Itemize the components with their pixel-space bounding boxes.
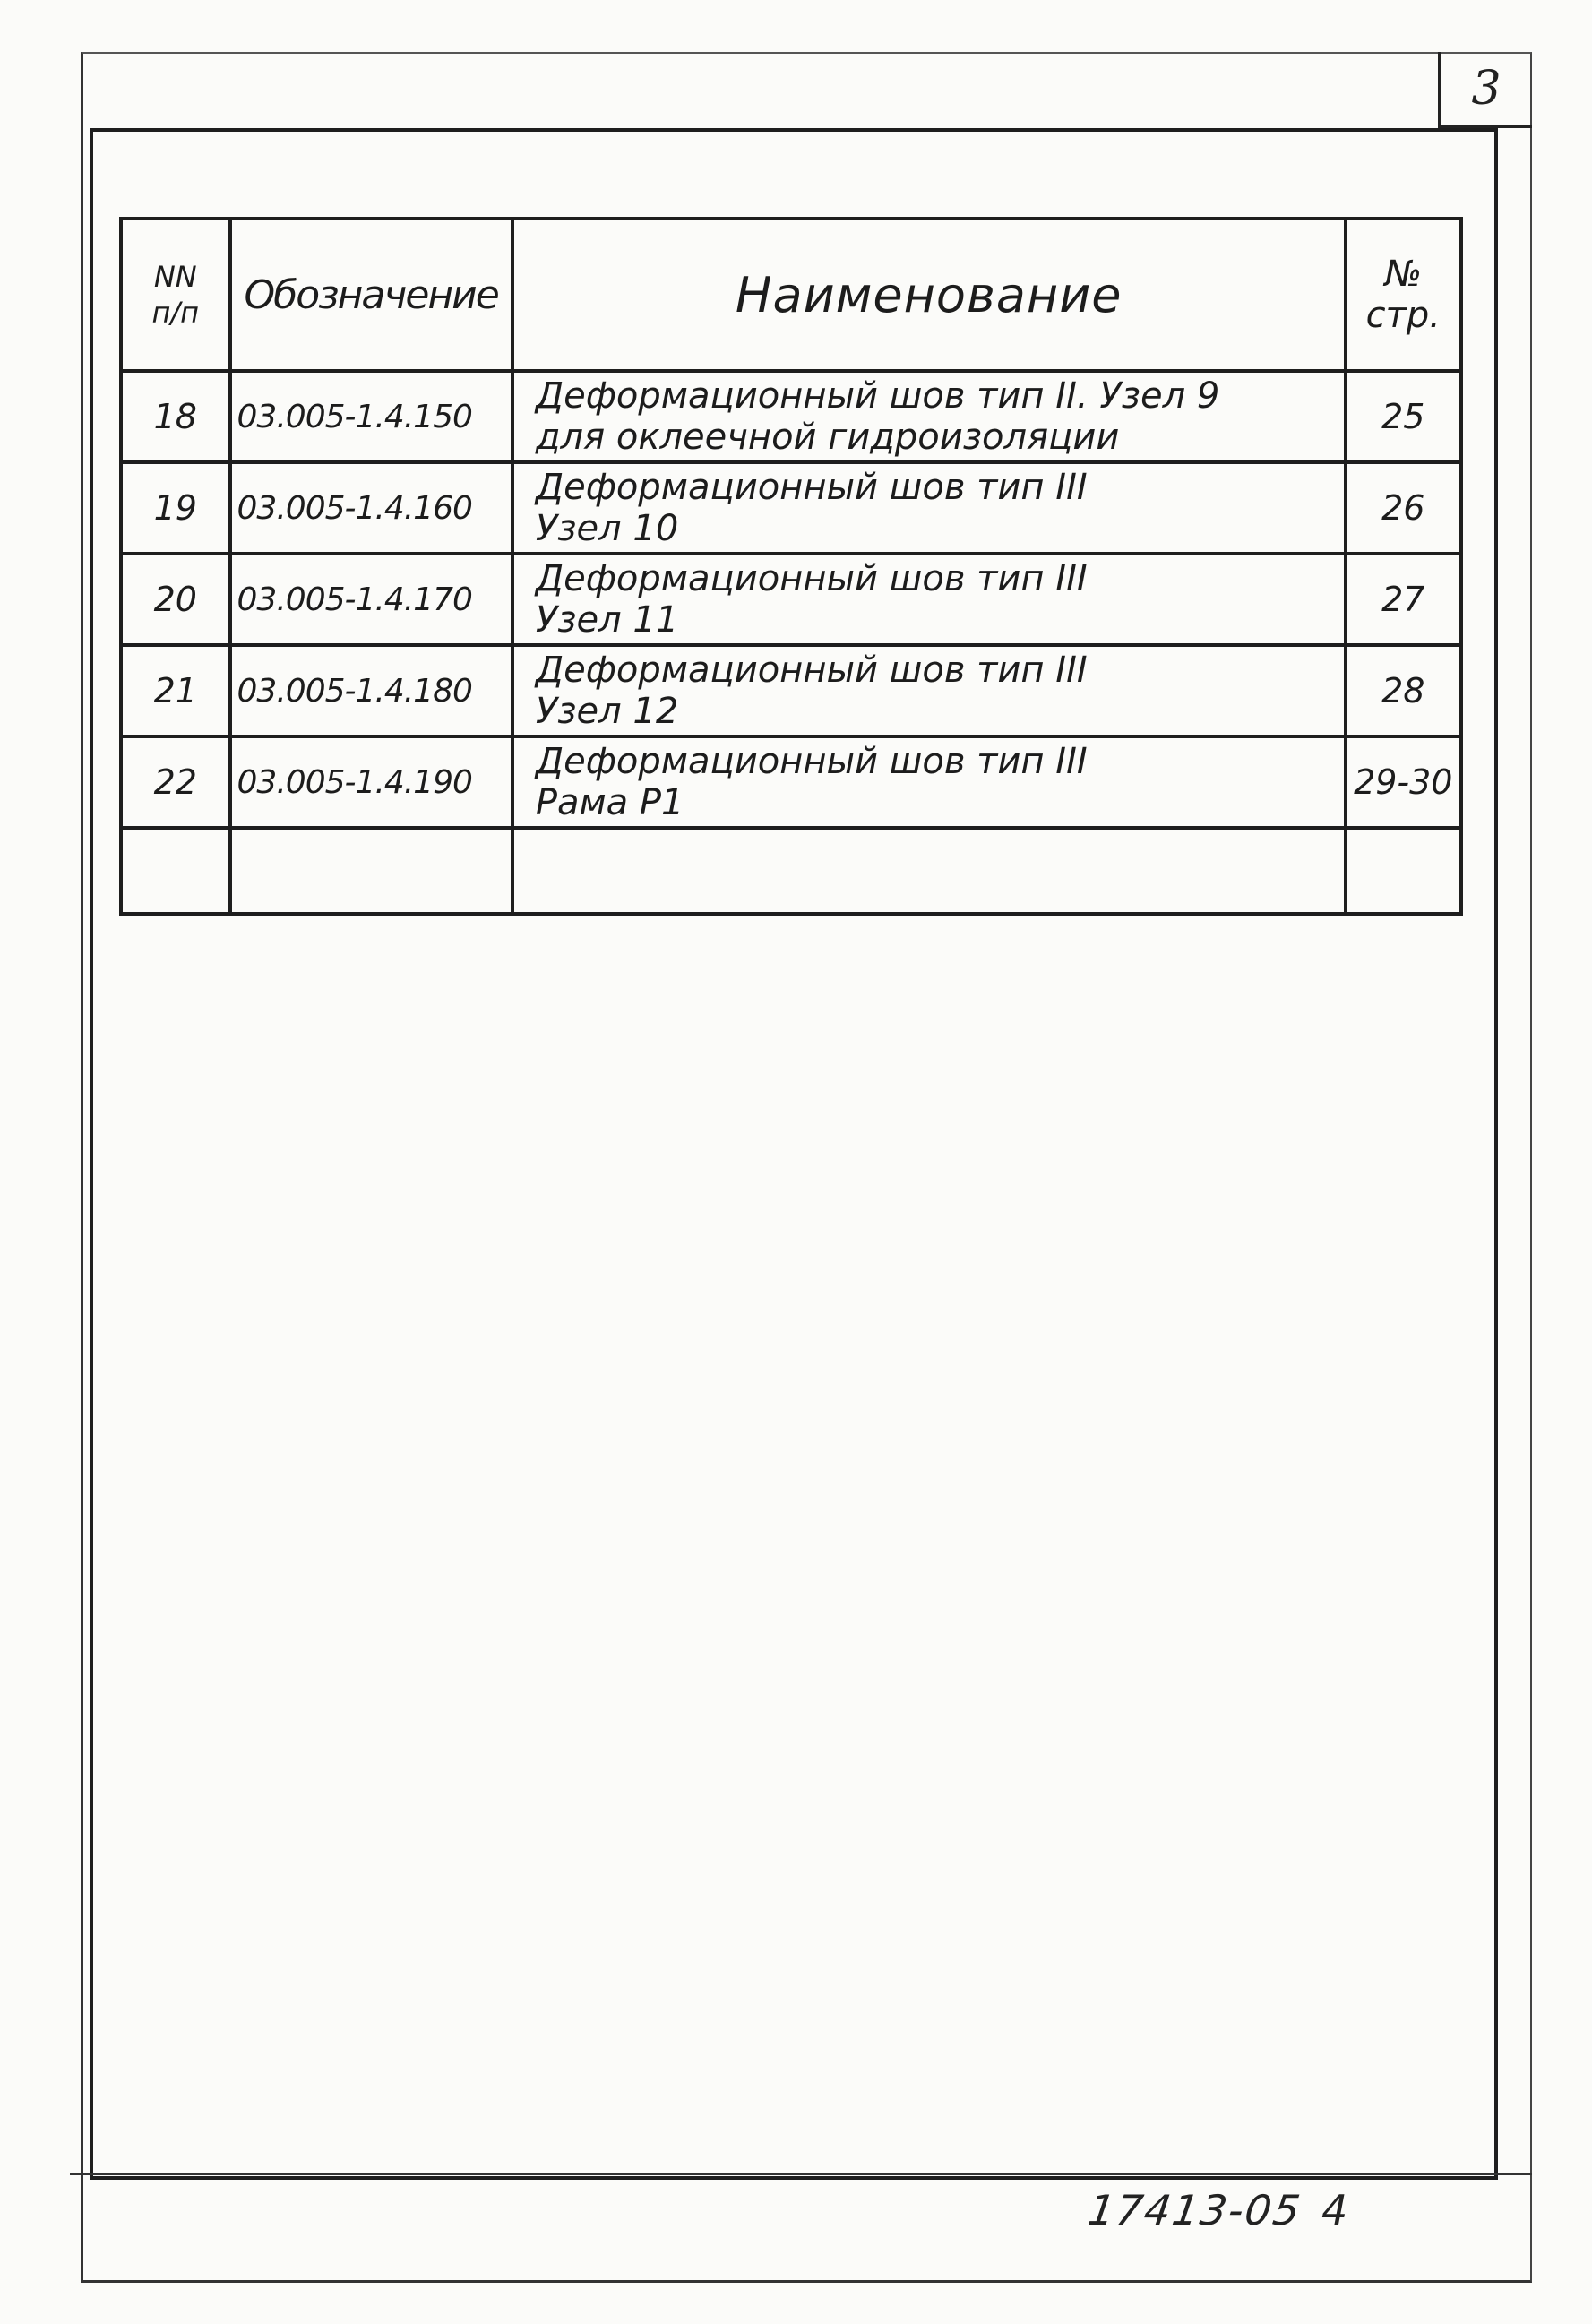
row-name: Деформационный шов тип III Узел 11 xyxy=(510,552,1347,647)
row-page: 26 xyxy=(1343,460,1464,555)
footer-divider xyxy=(70,2173,1532,2175)
table-row: 22 03.005-1.4.190 Деформационный шов тип… xyxy=(119,735,1464,830)
row-code: 03.005-1.4.180 xyxy=(228,643,514,738)
row-num: 22 xyxy=(119,735,232,830)
footer-sheet-number: 4 xyxy=(1321,2186,1348,2234)
document-code: 17413-05 xyxy=(1085,2186,1305,2234)
row-name: Деформационный шов тип III Рама Р1 xyxy=(510,735,1347,830)
row-code: 03.005-1.4.190 xyxy=(228,735,514,830)
header-page: № стр. xyxy=(1343,217,1464,373)
empty-row xyxy=(119,826,1464,916)
contents-table: NN п/п Обозначение Наименование № стр. 1… xyxy=(119,217,1464,916)
row-name: Деформационный шов тип III Узел 10 xyxy=(510,460,1347,555)
header-code: Обозначение xyxy=(228,217,514,373)
table-row: 21 03.005-1.4.180 Деформационный шов тип… xyxy=(119,643,1464,738)
table-header-row: NN п/п Обозначение Наименование № стр. xyxy=(119,217,1464,373)
header-name: Наименование xyxy=(510,217,1347,373)
row-page: 25 xyxy=(1343,369,1464,464)
empty-cell xyxy=(119,826,232,916)
empty-cell xyxy=(1343,826,1464,916)
outer-frame xyxy=(81,52,1532,2283)
row-name: Деформационный шов тип III Узел 12 xyxy=(510,643,1347,738)
sheet-number: 3 xyxy=(1438,52,1532,128)
row-page: 27 xyxy=(1343,552,1464,647)
row-num: 18 xyxy=(119,369,232,464)
row-code: 03.005-1.4.150 xyxy=(228,369,514,464)
row-page: 29-30 xyxy=(1343,735,1464,830)
header-num: NN п/п xyxy=(119,217,232,373)
inner-frame xyxy=(90,128,1498,2180)
row-name: Деформационный шов тип II. Узел 9 для ок… xyxy=(510,369,1347,464)
row-code: 03.005-1.4.160 xyxy=(228,460,514,555)
empty-cell xyxy=(228,826,514,916)
table-row: 18 03.005-1.4.150 Деформационный шов тип… xyxy=(119,369,1464,464)
row-page: 28 xyxy=(1343,643,1464,738)
row-num: 20 xyxy=(119,552,232,647)
table-row: 20 03.005-1.4.170 Деформационный шов тип… xyxy=(119,552,1464,647)
empty-cell xyxy=(510,826,1347,916)
row-num: 21 xyxy=(119,643,232,738)
row-code: 03.005-1.4.170 xyxy=(228,552,514,647)
row-num: 19 xyxy=(119,460,232,555)
table-row: 19 03.005-1.4.160 Деформационный шов тип… xyxy=(119,460,1464,555)
